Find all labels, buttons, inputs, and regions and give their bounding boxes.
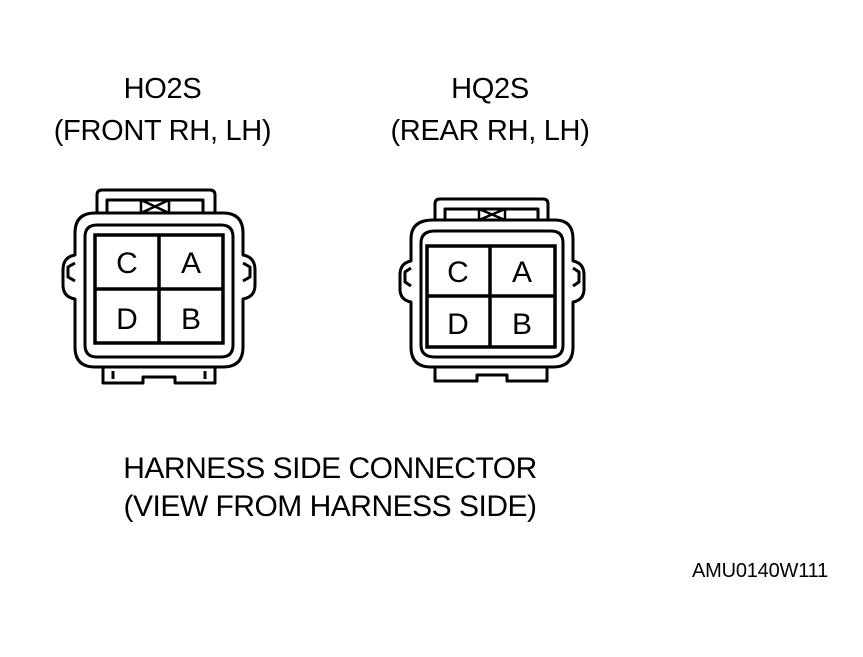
- right-side-notch: [242, 261, 252, 283]
- connector-body-outer: [61, 211, 257, 369]
- pin-c-left: C: [116, 247, 138, 280]
- pin-b-left: B: [181, 303, 201, 336]
- right-connector-label: HQ2S (REAR RH, LH): [355, 68, 625, 152]
- diagram-caption: HARNESS SIDE CONNECTOR (VIEW FROM HARNES…: [60, 450, 600, 526]
- left-connector-subtitle: (FRONT RH, LH): [53, 115, 272, 147]
- left-connector-label: HO2S (FRONT RH, LH): [20, 68, 305, 152]
- left-connector-title: HO2S: [123, 73, 202, 105]
- pin-b-right: B: [512, 308, 532, 341]
- bottom-tab: [101, 367, 217, 385]
- left-side-notch: [66, 261, 76, 283]
- latch-outline: [433, 197, 550, 220]
- right-side-notch: [572, 266, 581, 288]
- pin-a-left: A: [181, 247, 201, 280]
- left-side-notch: [403, 266, 412, 288]
- caption-line-2: (VIEW FROM HARNESS SIDE): [123, 490, 537, 523]
- figure-code: AMU0140W111: [691, 560, 828, 582]
- latch-outline: [95, 188, 217, 213]
- connector-body-inner: [83, 223, 235, 359]
- pin-d-right: D: [447, 308, 469, 341]
- bottom-tab: [433, 367, 549, 383]
- latch-lock-mark: [477, 207, 507, 222]
- latch-lock-mark: [139, 198, 171, 215]
- right-connector-subtitle: (REAR RH, LH): [390, 115, 590, 147]
- pin-d-left: D: [116, 303, 138, 336]
- pin-grid: [93, 233, 225, 345]
- pin-a-right: A: [512, 256, 532, 289]
- right-connector-title: HQ2S: [451, 73, 529, 105]
- connector-body-inner: [419, 229, 565, 359]
- right-connector-diagram: C A D B: [398, 197, 586, 383]
- pin-grid: [425, 244, 557, 349]
- connector-body-outer: [398, 218, 586, 369]
- left-connector-diagram: C A D B: [61, 188, 257, 385]
- caption-line-1: HARNESS SIDE CONNECTOR: [123, 452, 537, 485]
- pin-c-right: C: [447, 256, 469, 289]
